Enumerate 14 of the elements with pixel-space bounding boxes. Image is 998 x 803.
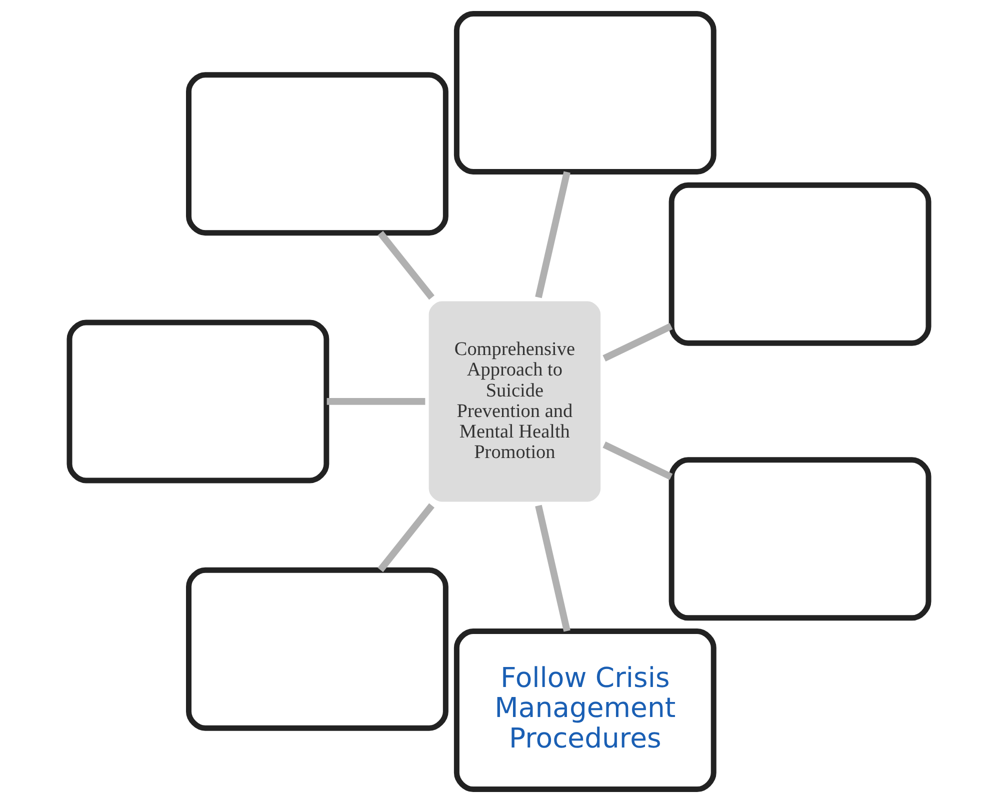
connector — [326, 398, 426, 405]
connector — [535, 504, 570, 632]
connector — [602, 442, 673, 480]
connector — [602, 323, 673, 362]
connector — [378, 230, 434, 300]
node-box — [454, 10, 716, 174]
connector — [378, 503, 434, 572]
node-box — [668, 457, 932, 621]
node-box — [186, 72, 448, 236]
node-box: Follow Crisis Management Procedures — [454, 628, 716, 792]
connector — [535, 171, 570, 298]
node-box — [668, 182, 932, 346]
node-box — [66, 320, 330, 484]
node-box — [186, 567, 448, 731]
